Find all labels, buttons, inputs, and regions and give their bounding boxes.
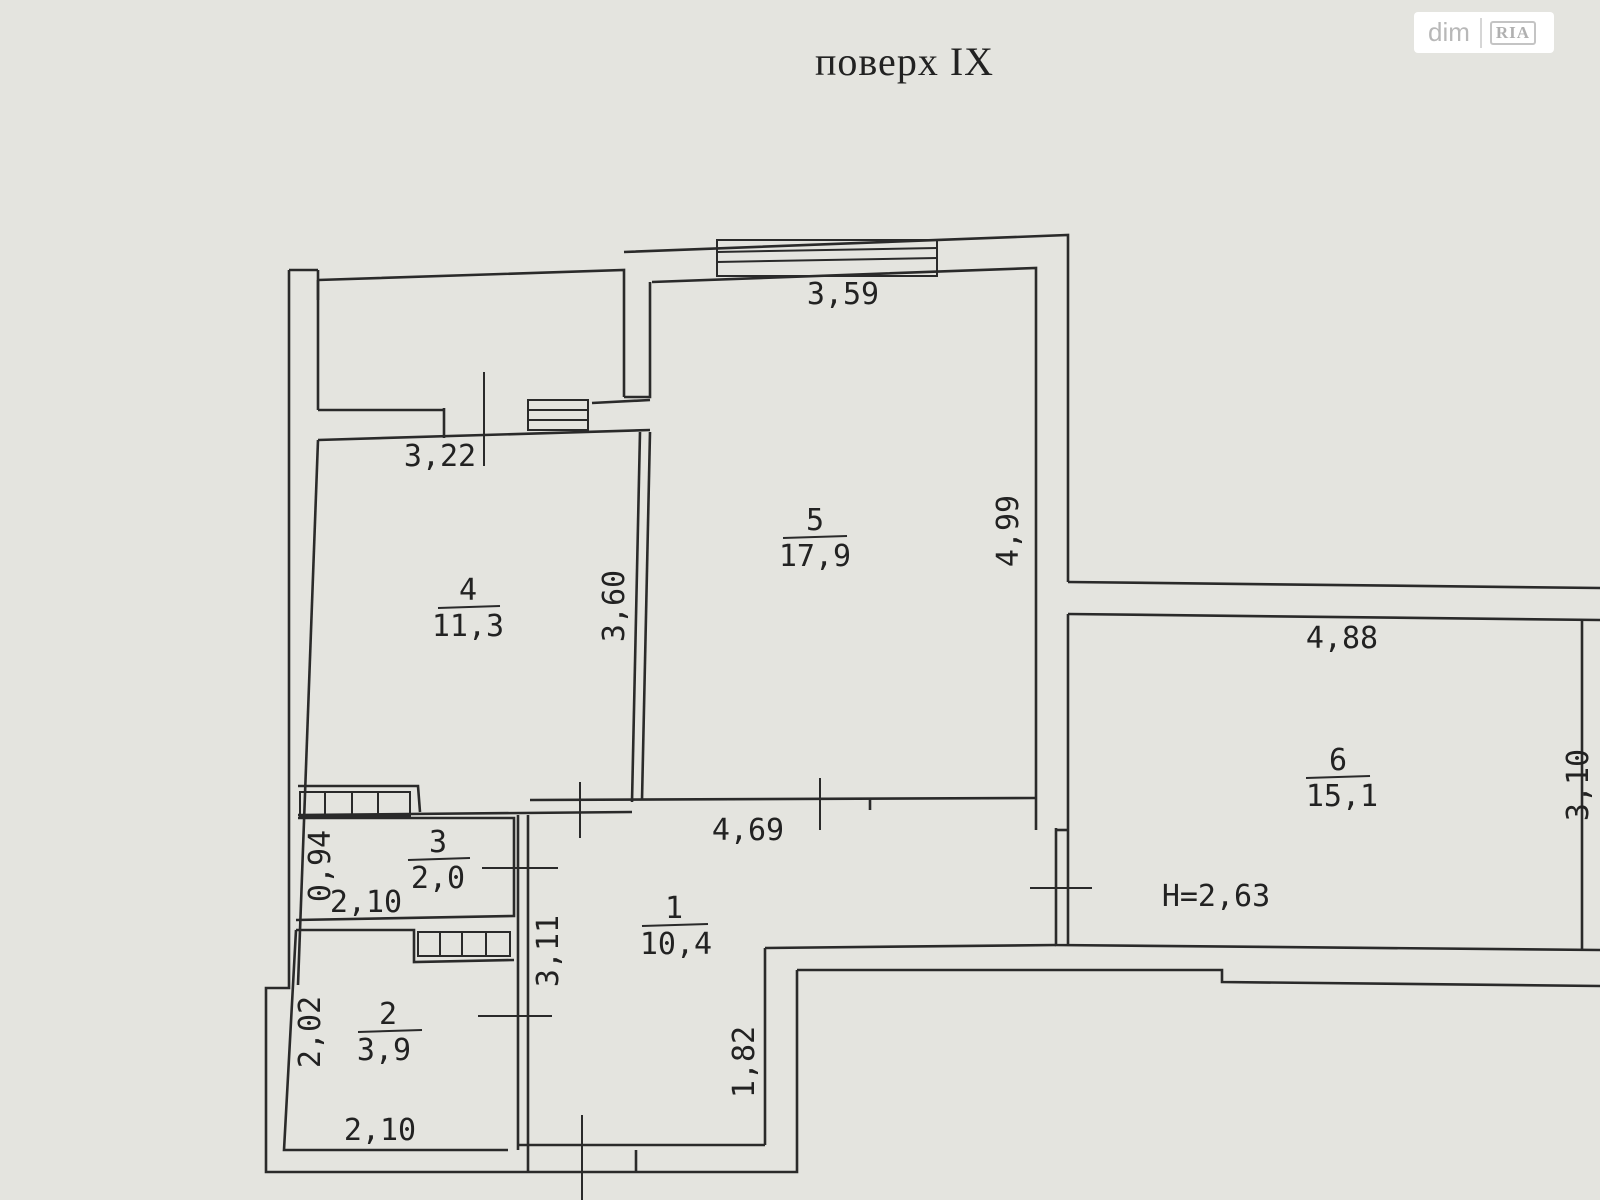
wall-r4-bottom-a [298, 784, 422, 813]
room6-top-outer [1067, 580, 1600, 590]
room-4-label: 4 11,3 [432, 573, 504, 644]
floor-title: поверх IX [815, 39, 995, 84]
label-divider [782, 535, 848, 539]
label-divider [1305, 775, 1371, 779]
corridor-bottom-wall [764, 943, 1057, 950]
room-number: 5 [806, 503, 824, 538]
room-area: 17,9 [779, 539, 851, 574]
interior-walls [282, 282, 1092, 1200]
room-area: 3,9 [357, 1033, 411, 1068]
wall-r4-left [296, 439, 320, 986]
dimria-watermark: dim RIA [1414, 12, 1554, 53]
room-6-label: 6 15,1 [1306, 743, 1378, 814]
dim-room3-width: 2,10 [330, 885, 402, 920]
wall-r5-left [640, 431, 652, 801]
room-area: 2,0 [411, 861, 465, 896]
wall-r2-top [296, 928, 515, 964]
dim-room4-width: 3,22 [404, 439, 476, 474]
balcony-top-wall [317, 268, 626, 397]
outer-walls [264, 233, 1600, 1174]
dim-room5-height: 4,99 [991, 495, 1026, 567]
room6-bottom-wall [1054, 828, 1600, 952]
room6-top-inner [1067, 612, 1600, 622]
room-area: 10,4 [640, 927, 712, 962]
label-divider [407, 857, 471, 861]
label-divider [437, 605, 501, 609]
wall-r4-bottom-b [297, 810, 633, 817]
dim-room3-height: 0,94 [303, 830, 338, 902]
dim-room2-height: 2,02 [293, 996, 328, 1068]
room-2-label: 2 3,9 [357, 997, 423, 1068]
wall-r4-right [630, 431, 642, 803]
dim-room1-width: 4,69 [712, 813, 784, 848]
ceiling-height: H=2,63 [1162, 879, 1270, 914]
room-labels: 5 17,9 4 11,3 6 15,1 3 2,0 1 [357, 503, 1378, 1068]
wall-r4-top-c [591, 398, 651, 405]
room-number: 6 [1329, 743, 1347, 778]
room-area: 15,1 [1306, 779, 1378, 814]
room5-inner-wall [651, 266, 1038, 830]
dim-room6-width: 4,88 [1306, 621, 1378, 656]
label-divider [641, 923, 709, 927]
dim-room4-height: 3,60 [597, 570, 632, 642]
dim-room2-width: 2,10 [344, 1113, 416, 1148]
label-divider [357, 1029, 423, 1033]
watermark-separator [1479, 17, 1482, 48]
dimension-labels: 3,59 4,99 3,22 3,60 4,88 3,10 4,69 3,11 … [293, 277, 1596, 1148]
watermark-mark: RIA [1489, 20, 1537, 45]
outer-bottom-right [797, 968, 1600, 988]
window-line [716, 247, 938, 253]
outer-wall-top [623, 233, 1070, 582]
dim-room5-width: 3,59 [807, 277, 879, 312]
room-5-label: 5 17,9 [779, 503, 851, 574]
room-1-label: 1 10,4 [640, 891, 712, 962]
dim-room1-height: 3,11 [531, 915, 566, 987]
wall-r5-bottom [529, 796, 1037, 802]
radiator-balcony [527, 399, 589, 431]
watermark-brand: dim [1428, 17, 1470, 47]
window-line [716, 257, 938, 263]
room-area: 11,3 [432, 609, 504, 644]
wall-r45-top [624, 282, 652, 399]
room-number: 1 [665, 891, 683, 926]
room-number: 3 [429, 825, 447, 860]
dim-room6-height: 3,10 [1561, 749, 1596, 821]
radiator-room4 [299, 791, 411, 817]
wall-r2-left [282, 929, 508, 1152]
dim-room1-lower: 1,82 [727, 1026, 762, 1098]
room-3-label: 3 2,0 [407, 825, 471, 896]
radiator-room2 [417, 931, 511, 957]
room-number: 4 [459, 573, 477, 608]
outer-wall-left-bottom [264, 270, 799, 1174]
room-number: 2 [379, 997, 397, 1032]
